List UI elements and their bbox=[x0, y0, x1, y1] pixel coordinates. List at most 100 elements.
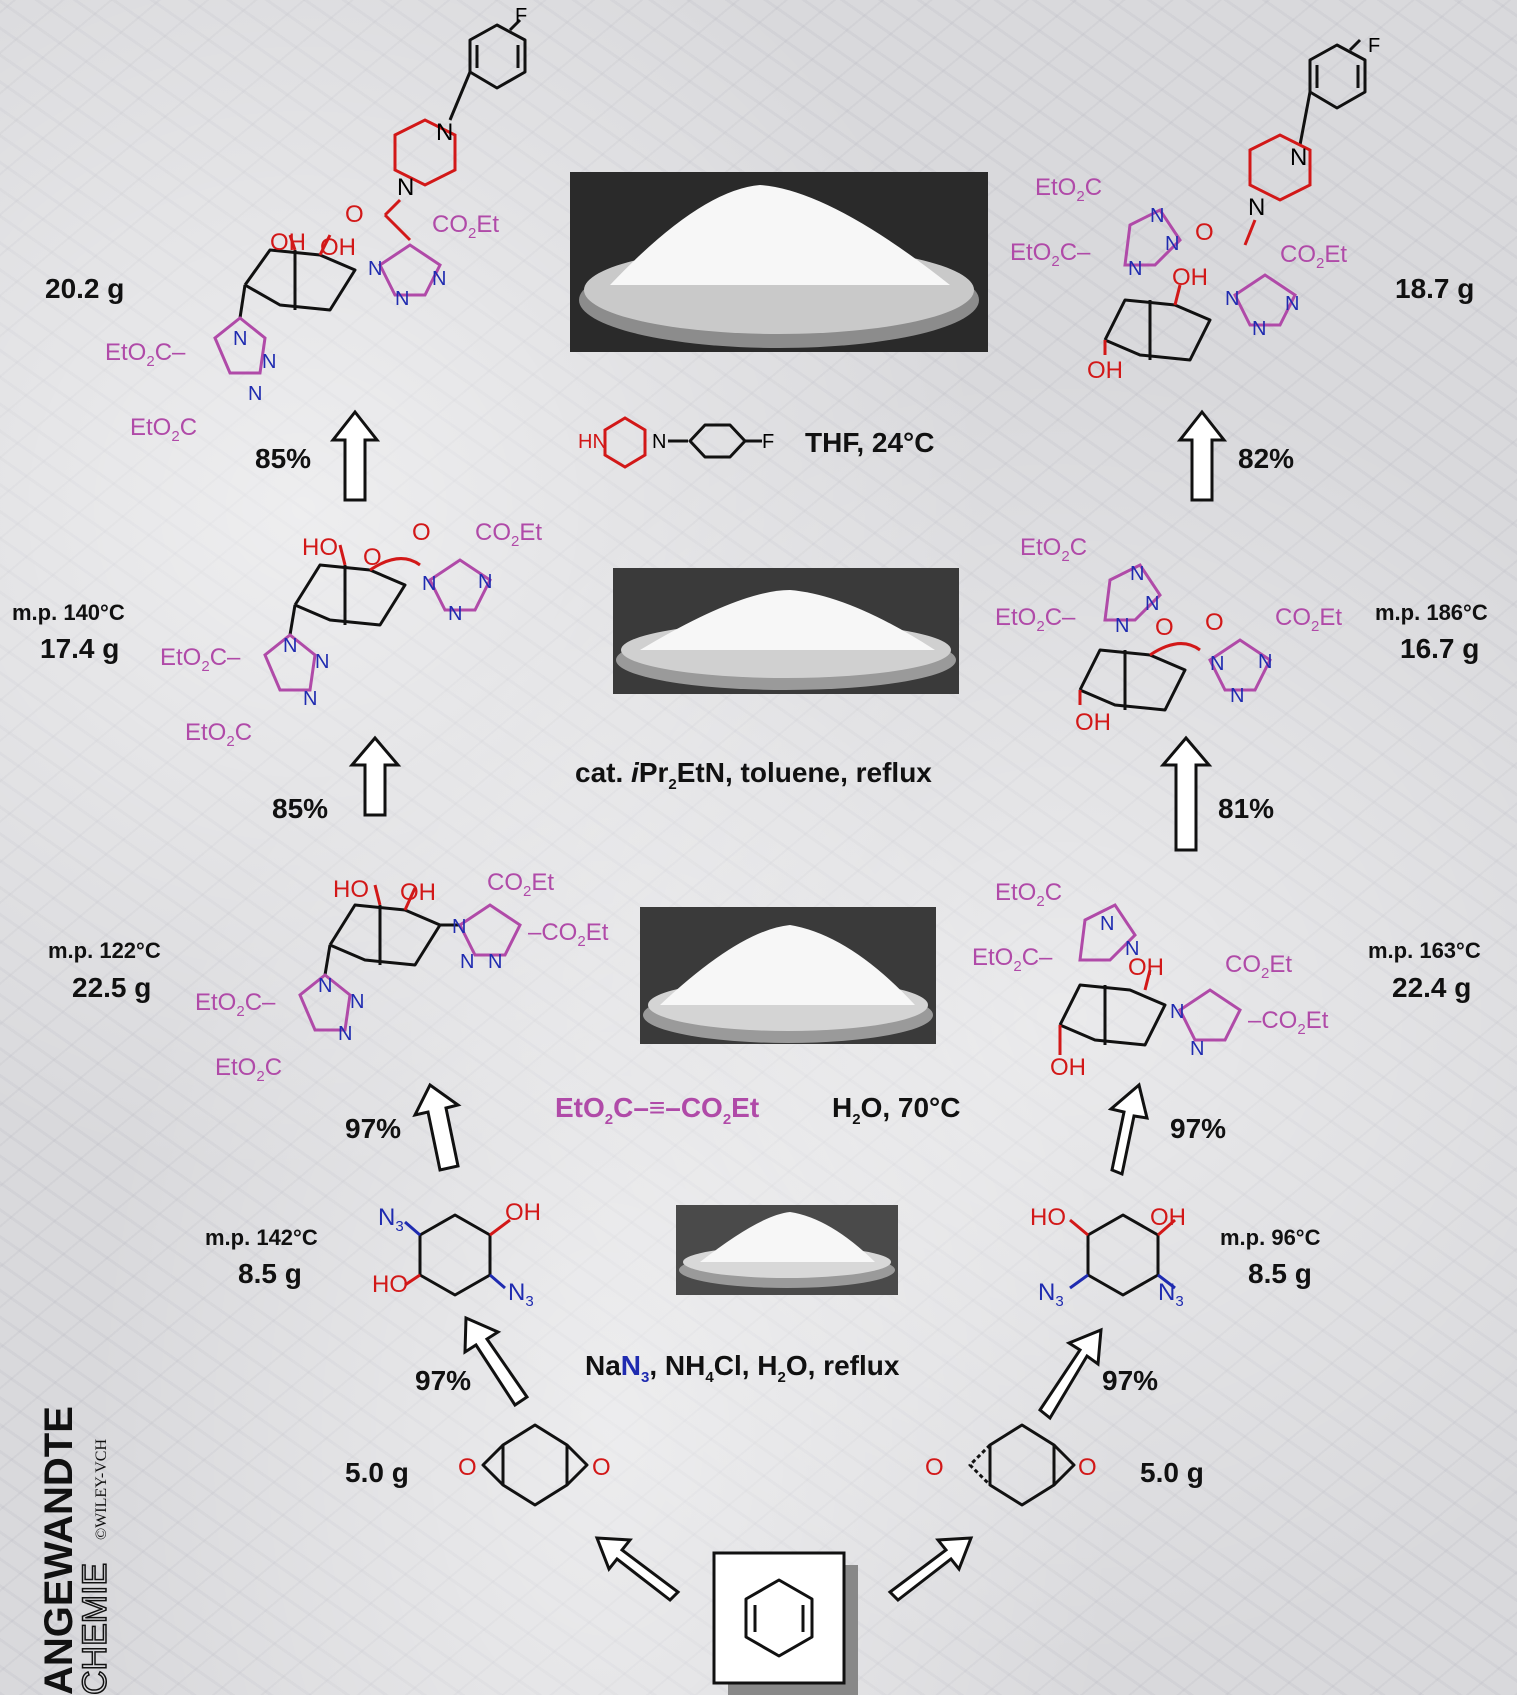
mass-label: 8.5 g bbox=[1248, 1258, 1312, 1289]
logo-line2: CHEMIE bbox=[76, 1563, 114, 1695]
carbonyl-oxygen: O bbox=[412, 519, 431, 546]
hydroxyl-label: HO bbox=[372, 1271, 408, 1298]
yield-label: 97% bbox=[1102, 1365, 1158, 1396]
hydroxyl-label: HO bbox=[333, 876, 369, 903]
bistriazole-diol-right: OH OH N N CO2Et –CO2Et N N EtO2C EtO2C– bbox=[972, 879, 1329, 1081]
azide-label: N3 bbox=[508, 1279, 534, 1310]
condition-aminolysis: THF, 24°C bbox=[805, 427, 934, 458]
piperazine-nitrogen: N bbox=[1248, 194, 1265, 221]
triazole-nitrogen: N bbox=[248, 383, 262, 405]
condition-reagent-dialkyne: EtO2C–≡–CO2Et bbox=[555, 1092, 759, 1128]
piperazine-nitrogen: N bbox=[436, 119, 453, 146]
azide-label: N3 bbox=[1038, 1279, 1064, 1310]
triazole-nitrogen: N bbox=[318, 975, 332, 997]
yield-arrows bbox=[329, 409, 1228, 1602]
reaction-conditions: NaN3, NH4Cl, H2O, reflux EtO2C–≡–CO2Et H… bbox=[555, 427, 960, 1386]
triazole-nitrogen: N bbox=[1230, 685, 1244, 707]
yield-label: 97% bbox=[345, 1113, 401, 1144]
fluoro-label: F bbox=[762, 431, 774, 453]
bis-epoxide-left: O O bbox=[458, 1423, 611, 1507]
ester-label: EtO2C– bbox=[1010, 239, 1091, 270]
mass-label: 5.0 g bbox=[345, 1457, 409, 1488]
triazole-nitrogen: N bbox=[1145, 593, 1159, 615]
hydroxyl-label: OH bbox=[1150, 1204, 1186, 1231]
epoxide-oxygen: O bbox=[1078, 1454, 1097, 1481]
ester-label: CO2Et bbox=[1275, 604, 1342, 635]
ester-label: CO2Et bbox=[487, 869, 554, 900]
hydroxyl-label: OH bbox=[1050, 1054, 1086, 1081]
condition-cycloaddition: H2O, 70°C bbox=[832, 1092, 960, 1128]
azide-label: N3 bbox=[1158, 1279, 1184, 1310]
ester-label: EtO2C bbox=[215, 1054, 282, 1085]
carbonyl-oxygen: O bbox=[1195, 219, 1214, 246]
triazole-nitrogen: N bbox=[283, 635, 297, 657]
mass-label: 22.5 g bbox=[72, 972, 151, 1003]
mass-label: 17.4 g bbox=[40, 633, 119, 664]
ester-label: EtO2C– bbox=[160, 644, 241, 675]
yield-label: 97% bbox=[1170, 1113, 1226, 1144]
journal-logo: ANGEWANDTE CHEMIE ©WILEY-VCH bbox=[37, 1406, 115, 1695]
triazole-nitrogen: N bbox=[1258, 651, 1272, 673]
carbonyl-oxygen: O bbox=[345, 201, 364, 228]
yield-label: 82% bbox=[1238, 443, 1294, 474]
triazole-nitrogen: N bbox=[422, 573, 436, 595]
ester-label: EtO2C bbox=[185, 719, 252, 750]
amide-right: F N N O OH OH N N N CO2Et N N N EtO2C Et… bbox=[1010, 35, 1380, 384]
hydroxyl-label: OH bbox=[320, 234, 356, 261]
triazole-nitrogen: N bbox=[1165, 233, 1179, 255]
triazole-nitrogen: N bbox=[1150, 205, 1164, 227]
triazole-nitrogen: N bbox=[1210, 653, 1224, 675]
epoxide-oxygen: O bbox=[925, 1454, 944, 1481]
yield-label: 81% bbox=[1218, 793, 1274, 824]
ester-label: EtO2C bbox=[995, 879, 1062, 910]
hydroxyl-label: OH bbox=[400, 879, 436, 906]
ester-label: CO2Et bbox=[1225, 951, 1292, 982]
triazole-nitrogen: N bbox=[303, 688, 317, 710]
ring-oxygen: O bbox=[1155, 614, 1174, 641]
carbonyl-oxygen: O bbox=[1205, 609, 1224, 636]
ester-label: CO2Et bbox=[432, 211, 499, 242]
triazole-nitrogen: N bbox=[350, 991, 364, 1013]
melting-point-label: m.p. 142°C bbox=[205, 1225, 318, 1250]
triazole-nitrogen: N bbox=[1130, 563, 1144, 585]
hydroxyl-label: OH bbox=[1128, 954, 1164, 981]
hydroxyl-label: HO bbox=[302, 534, 338, 561]
triazole-nitrogen: N bbox=[1125, 938, 1139, 960]
hydroxyl-label: OH bbox=[1087, 357, 1123, 384]
melting-point-label: m.p. 96°C bbox=[1220, 1225, 1321, 1250]
reagent-arylpiperazine: HN N F bbox=[578, 416, 774, 469]
condition-lactonization: cat. iPr2EtN, toluene, reflux bbox=[575, 757, 932, 793]
triazole-nitrogen: N bbox=[478, 571, 492, 593]
mass-label: 18.7 g bbox=[1395, 273, 1474, 304]
melting-point-label: m.p. 122°C bbox=[48, 938, 161, 963]
azide-label: N3 bbox=[378, 1204, 404, 1235]
triazole-nitrogen: N bbox=[448, 603, 462, 625]
ester-label: EtO2C– bbox=[195, 989, 276, 1020]
mass-label: 20.2 g bbox=[45, 273, 124, 304]
mass-label: 16.7 g bbox=[1400, 633, 1479, 664]
ester-label: EtO2C– bbox=[105, 339, 186, 370]
ester-label: EtO2C– bbox=[972, 944, 1053, 975]
ester-label: EtO2C bbox=[1020, 534, 1087, 565]
mass-label: 22.4 g bbox=[1392, 972, 1471, 1003]
product-photo-top bbox=[570, 172, 988, 352]
triazole-nitrogen: N bbox=[452, 916, 466, 938]
triazole-nitrogen: N bbox=[1225, 288, 1239, 310]
ester-label: CO2Et bbox=[1280, 241, 1347, 272]
triazole-nitrogen: N bbox=[1100, 913, 1114, 935]
logo-line1: ANGEWANDTE bbox=[37, 1406, 81, 1695]
melting-point-label: m.p. 140°C bbox=[12, 600, 125, 625]
hydroxyl-label: OH bbox=[1172, 264, 1208, 291]
bistriazole-diol-left: HO OH N N N CO2Et –CO2Et N N N EtO2C– Et… bbox=[195, 869, 609, 1085]
hydroxyl-label: HO bbox=[1030, 1204, 1066, 1231]
triazole-nitrogen: N bbox=[1115, 615, 1129, 637]
amine-label: N bbox=[652, 431, 666, 453]
ring-oxygen: O bbox=[363, 544, 382, 571]
piperazine-nitrogen: N bbox=[397, 174, 414, 201]
epoxide-oxygen: O bbox=[592, 1454, 611, 1481]
condition-azidolysis: NaN3, NH4Cl, H2O, reflux bbox=[585, 1350, 900, 1386]
yield-label: 85% bbox=[272, 793, 328, 824]
yield-label: 85% bbox=[255, 443, 311, 474]
piperazine-nitrogen: N bbox=[1290, 144, 1307, 171]
